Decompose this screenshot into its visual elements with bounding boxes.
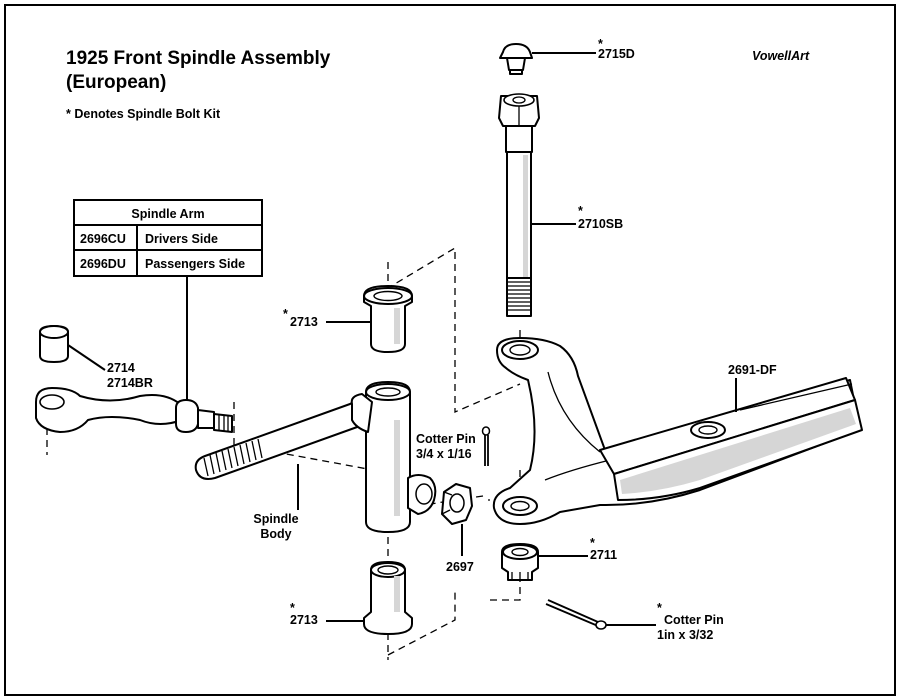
cotter-pin-small: [481, 426, 491, 466]
spindle-arm-table: Spindle Arm 2696CU Drivers Side 2696DU P…: [73, 199, 263, 277]
castle-nut-2711: [501, 543, 539, 581]
bushing-2714: [39, 325, 69, 363]
spindle-body: [194, 381, 437, 533]
label-2710SB: 2710SB: [578, 217, 623, 231]
axle-2691-DF: [492, 337, 863, 525]
label-2714BR: 2714BR: [107, 376, 153, 390]
label-cotter-large-1: Cotter Pin: [664, 613, 724, 627]
kit-note: * Denotes Spindle Bolt Kit: [66, 107, 221, 121]
spindle-arm: [35, 387, 233, 433]
label-2713-top: 2713: [290, 315, 318, 329]
bushing-top-2713: [363, 285, 413, 353]
label-cotter-large-2: 1in x 3/32: [657, 628, 713, 642]
diagram-frame: [4, 4, 896, 696]
label-spindle-body-2: Body: [260, 527, 291, 541]
table-part-passengers: 2696DU: [80, 257, 126, 271]
svg-text:*: *: [283, 307, 288, 321]
table-desc-passengers: Passengers Side: [145, 257, 245, 271]
table-desc-drivers: Drivers Side: [145, 232, 218, 246]
spindle-bolt-2710SB: [498, 93, 540, 317]
label-2711: 2711: [590, 548, 617, 562]
label-2715D: 2715D: [598, 47, 635, 61]
cotter-pin-large: [545, 599, 607, 630]
grease-cap-2715D: [499, 43, 533, 75]
label-2714: 2714: [107, 361, 135, 375]
table-part-drivers: 2696CU: [80, 232, 126, 246]
title-line-1: 1925 Front Spindle Assembly: [66, 48, 331, 69]
label-2697: 2697: [446, 560, 474, 574]
title-line-2: (European): [66, 72, 166, 93]
svg-text:*: *: [590, 536, 595, 550]
svg-text:*: *: [290, 601, 295, 615]
svg-text:*: *: [578, 204, 583, 218]
castle-nut-2697: [441, 483, 473, 525]
label-cotter-small-1: Cotter Pin: [416, 432, 476, 446]
table-header: Spindle Arm: [131, 207, 204, 221]
label-2691-DF: 2691-DF: [728, 363, 777, 377]
label-2713-bottom: 2713: [290, 613, 318, 627]
brand-mark: VowellArt: [752, 49, 810, 63]
label-spindle-body-1: Spindle: [253, 512, 298, 526]
bushing-bottom-2713: [363, 561, 413, 635]
svg-text:*: *: [657, 601, 662, 615]
label-cotter-small-2: 3/4 x 1/16: [416, 447, 472, 461]
svg-text:*: *: [598, 37, 603, 51]
